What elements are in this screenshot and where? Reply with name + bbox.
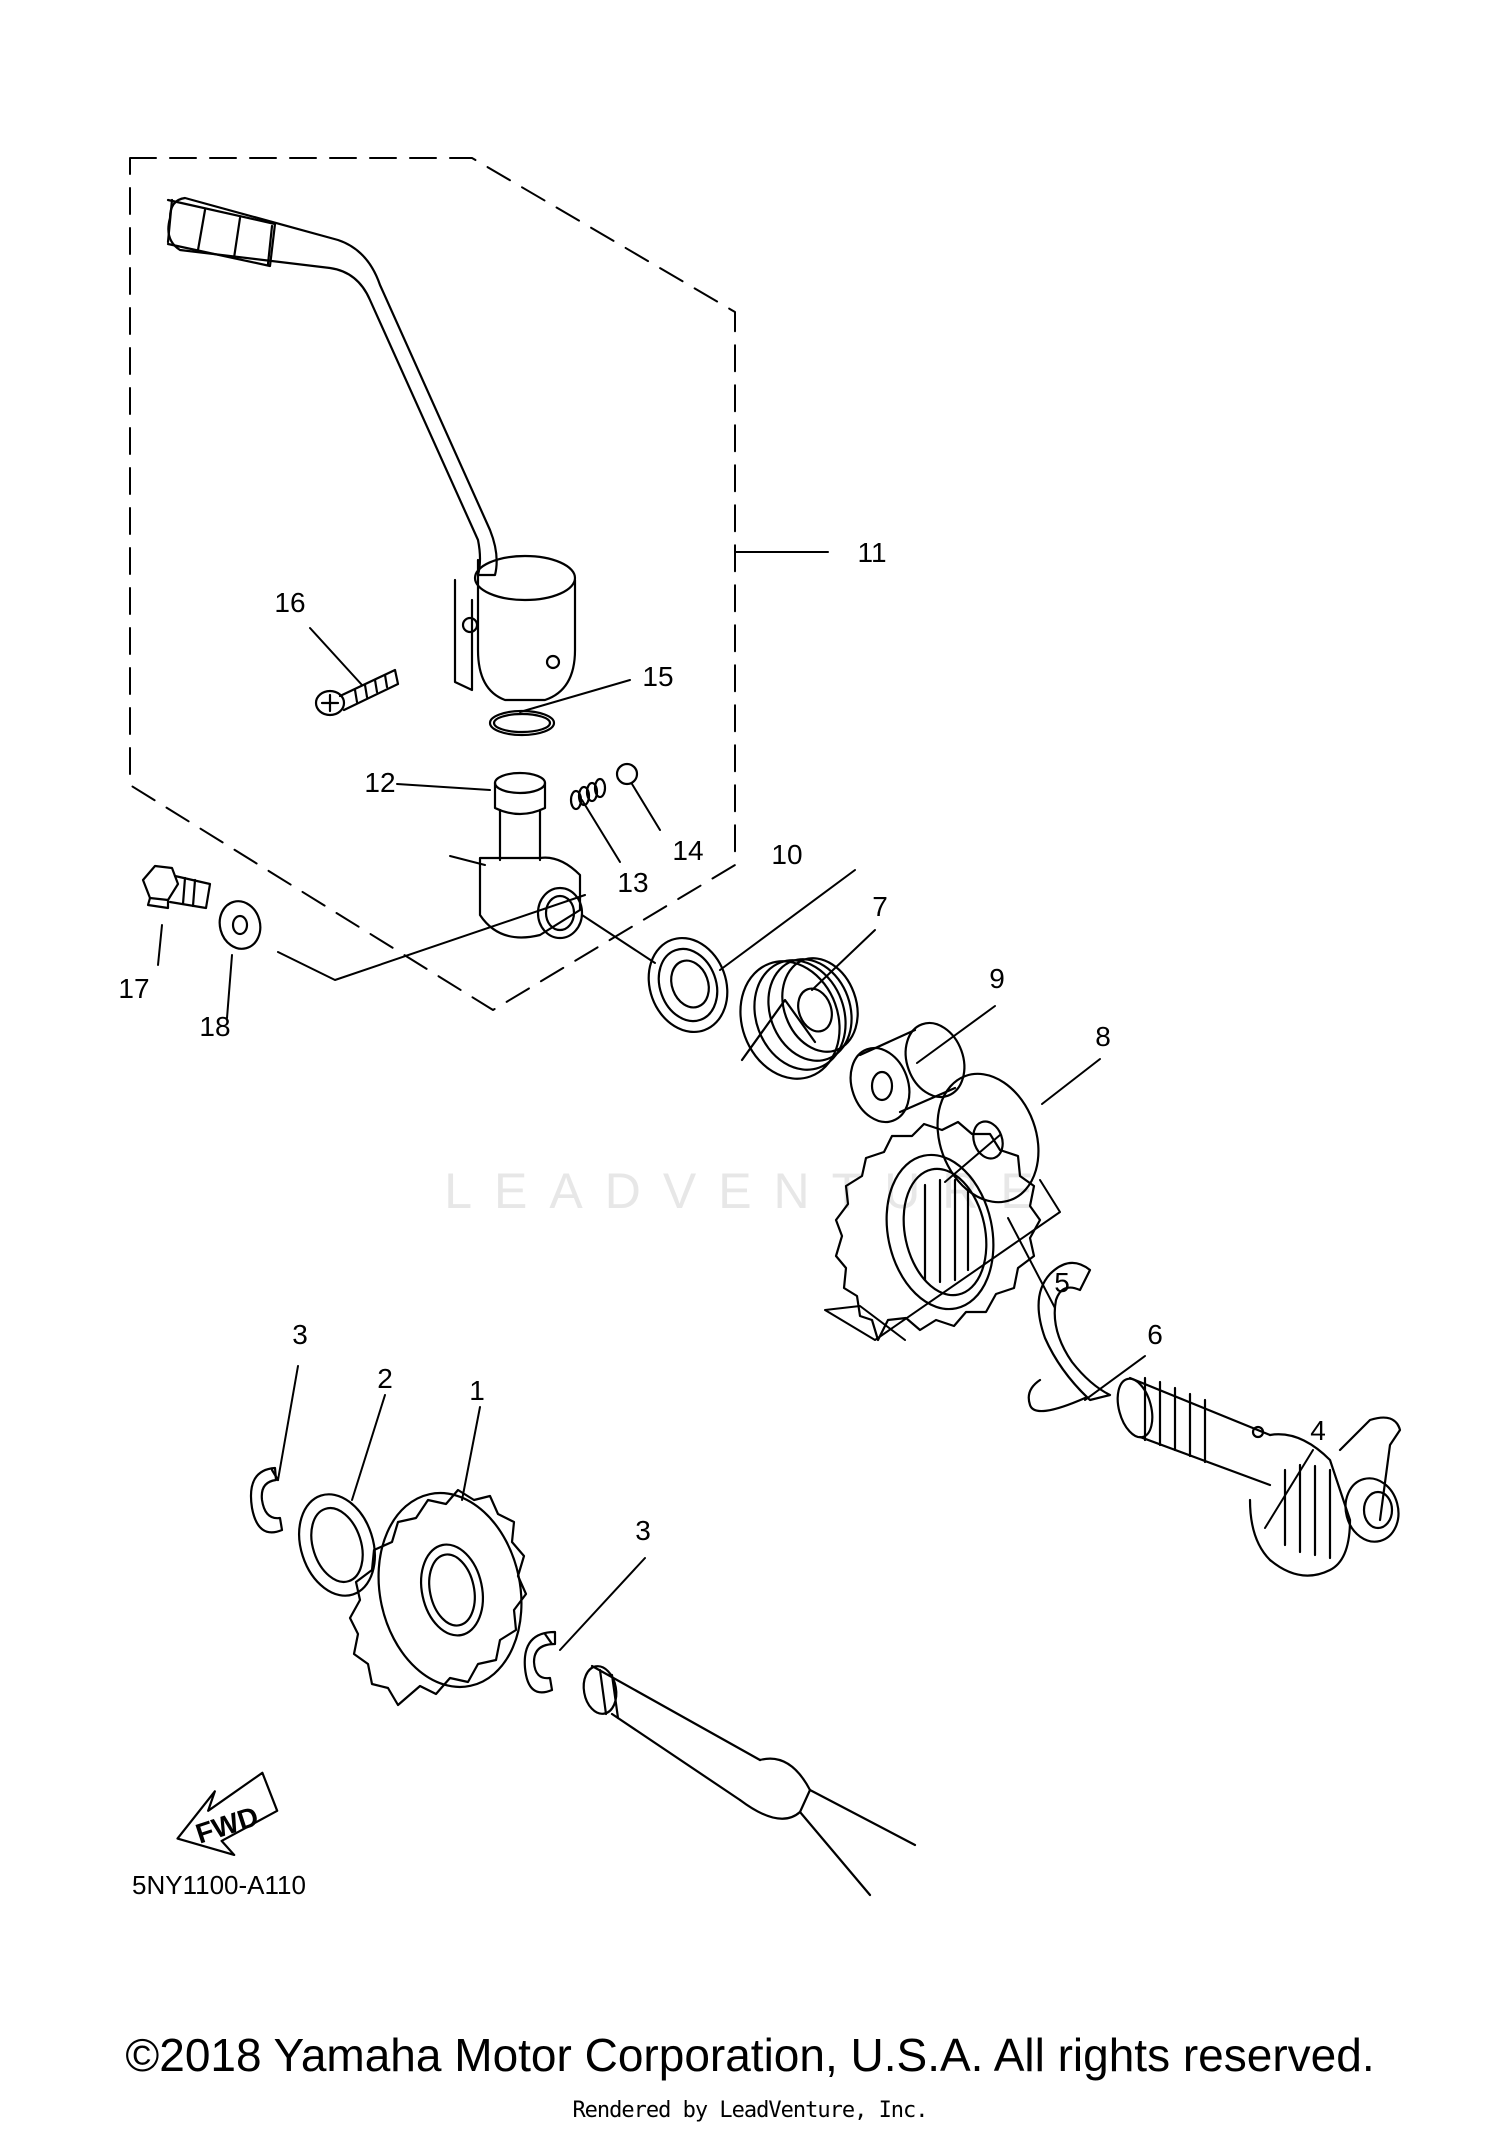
washer-8 — [936, 1072, 1040, 1204]
callout-12: 12 — [364, 767, 395, 798]
washer-18 — [218, 900, 262, 950]
callout-3-top: 3 — [292, 1319, 308, 1350]
callout-6: 6 — [1147, 1319, 1163, 1350]
callout-2: 2 — [377, 1363, 393, 1394]
oil-seal-10 — [647, 936, 729, 1034]
circlip-3-bottom — [523, 1630, 557, 1694]
callout-10: 10 — [771, 839, 802, 870]
main-shaft — [582, 1664, 917, 1897]
circlip-6 — [1027, 1261, 1112, 1413]
kick-lever — [166, 196, 577, 702]
callout-14: 14 — [672, 835, 703, 866]
collar-9 — [849, 1021, 966, 1124]
rendered-by-text: Rendered by LeadVenture, Inc. — [572, 2098, 928, 2123]
assembly-outline-11 — [129, 157, 736, 1011]
callout-17: 17 — [118, 973, 149, 1004]
bolt-17 — [141, 864, 212, 910]
callout-5: 5 — [1054, 1267, 1070, 1298]
spring-13 — [569, 777, 607, 811]
fwd-arrow-icon: FWD — [176, 1771, 279, 1857]
gear-5 — [834, 1120, 1042, 1342]
diagram-code: 5NY1100-A110 — [132, 1870, 306, 1900]
circlip-3-top — [249, 1466, 284, 1534]
washer-2 — [298, 1493, 376, 1597]
watermark-text: LEADVENTURE — [444, 1163, 1056, 1219]
callout-11: 11 — [857, 537, 886, 568]
callout-labels: 1 2 3 3 4 5 6 7 8 9 10 11 12 13 14 15 16… — [118, 537, 1325, 1546]
callout-4: 4 — [1310, 1415, 1326, 1446]
callout-8: 8 — [1095, 1021, 1111, 1052]
callout-15: 15 — [642, 661, 673, 692]
callout-7: 7 — [872, 891, 888, 922]
screw-16 — [314, 668, 400, 717]
connector-lines — [277, 855, 1061, 1341]
callout-18: 18 — [199, 1011, 230, 1042]
callout-16: 16 — [274, 587, 305, 618]
leader-lines — [157, 551, 1314, 1651]
gear-1 — [348, 1488, 528, 1707]
callout-9: 9 — [989, 963, 1005, 994]
callout-13: 13 — [617, 867, 648, 898]
torsion-spring-7 — [739, 957, 859, 1080]
ball-14 — [615, 762, 639, 786]
kick-shaft-4 — [1116, 1376, 1402, 1577]
callout-1: 1 — [469, 1375, 485, 1406]
callout-3-bottom: 3 — [635, 1515, 651, 1546]
copyright-notice: ©2018 Yamaha Motor Corporation, U.S.A. A… — [125, 2029, 1375, 2081]
